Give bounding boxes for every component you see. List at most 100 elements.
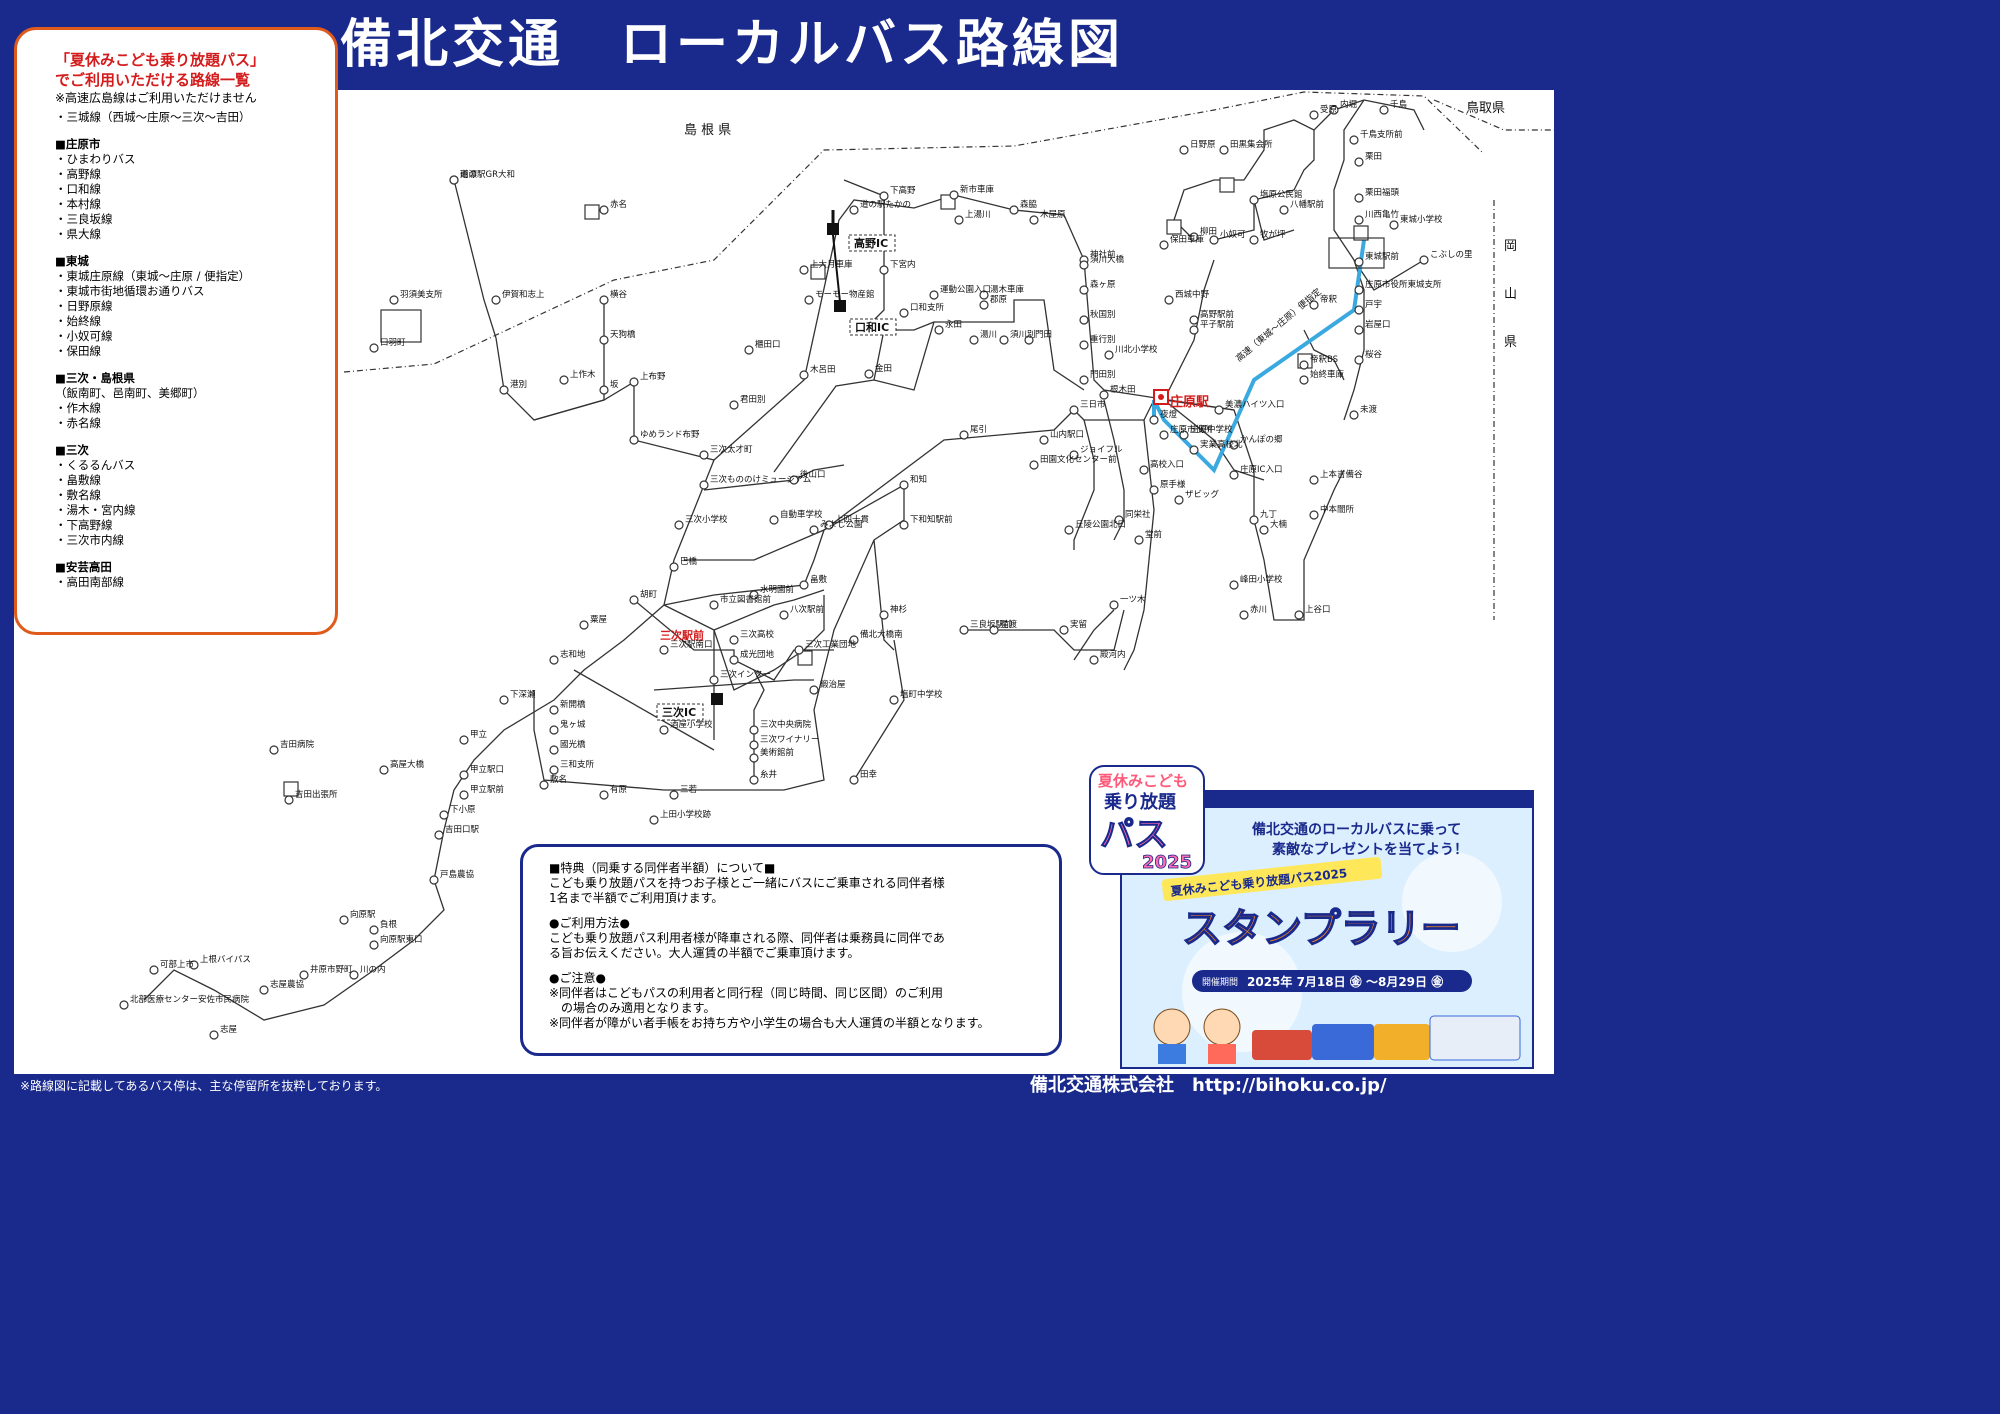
info-heading: ●ご利用方法●: [549, 916, 630, 930]
bus-stop-node: [749, 753, 759, 763]
bus-stop-node: [499, 695, 509, 705]
promo-tagline2: 素敵なプレゼントを当てよう！: [1272, 841, 1468, 858]
bus-stop-node: [549, 705, 559, 715]
bus-stop-node: [339, 915, 349, 925]
bus-stop-label: 庄原市役所: [1170, 424, 1213, 435]
route-item: ・くるるんバス: [55, 458, 136, 472]
period-label: 開催期間: [1202, 976, 1238, 988]
bus-stop-label: 下宮内: [890, 259, 916, 270]
bus-stop-label: 永田: [945, 319, 962, 330]
bus-stop-label: 塩町中学校: [900, 689, 943, 700]
bus-stop-label: 重行別: [1090, 334, 1116, 345]
bus-stop-node: [1349, 135, 1359, 145]
bus-stop-label: 西城中野: [1175, 289, 1210, 300]
bus-stop-node: [1164, 295, 1174, 305]
bus-stop-label: 伊賀和志上: [502, 289, 545, 300]
bus-stop-label: 田幸: [860, 770, 878, 780]
bus-stop-label: 鬼ヶ城: [560, 719, 586, 730]
svg-text:県: 県: [1504, 335, 1517, 350]
bus-stop-node: [999, 335, 1009, 345]
shimane-label: 島 根 県: [684, 123, 731, 138]
bus-stop-label: 下深瀬: [510, 689, 536, 700]
route-lines: [143, 99, 1425, 1021]
bus-stop-label: 美濃ハイツ入口: [1225, 399, 1284, 410]
bus-stop-label: 向原駅: [350, 909, 376, 920]
bus-stop-node: [749, 740, 759, 750]
shobara-station-dot: [1158, 394, 1164, 400]
bus-stop-node: [599, 335, 609, 345]
logo-line1: 夏休みこども: [1097, 772, 1188, 790]
bus-stop-label: 受原: [1320, 104, 1337, 115]
bus-stop-node: [1279, 205, 1289, 215]
bus-stop-node: [269, 745, 279, 755]
bus-stop-node: [1299, 360, 1309, 370]
bus-stop-node: [969, 335, 979, 345]
bus-stop-label: 三次ワイナリー: [760, 734, 819, 745]
route-item: ・保田線: [55, 344, 101, 358]
bus-stop-label: かんぽの郷: [1240, 435, 1283, 445]
bus-stop-node: [1134, 535, 1144, 545]
bus-stop-label: 下和知駅前: [910, 514, 953, 525]
bus-stop-node: [369, 925, 379, 935]
bus-stop-label: 和知: [910, 474, 927, 485]
bus-stop-label: 千鳥支所前: [1360, 129, 1403, 140]
bus-stop-label: 内堀: [1340, 99, 1357, 110]
route-group-subheading: （飯南町、邑南町、美郷町）: [55, 386, 205, 400]
bus-stop-node: [749, 725, 759, 735]
info-text: こども乗り放題パスを持つお子様とご一緒にバスにご乗車される同伴者様: [549, 876, 945, 890]
bus-stop-label: 糸井: [760, 769, 777, 780]
bus-stop-node: [879, 610, 889, 620]
bus-stop-label: 國光橋: [560, 739, 586, 750]
info-text: る旨お伝えください。大人運賃の半額でご乗車頂けます。: [549, 946, 860, 960]
bus-stop-label: 戸島農協: [440, 869, 475, 880]
bus-stop-node: [1229, 440, 1239, 450]
route-item: ・小奴可線: [55, 329, 113, 343]
bus-stop-label: 中本闇所: [1320, 504, 1355, 515]
bus-stop-node: [559, 375, 569, 385]
bus-stop-node: [1354, 193, 1364, 203]
bus-stop-label: 森脇: [1020, 199, 1037, 210]
bus-stop-label: 須川別: [1010, 330, 1036, 340]
bus-stop-label: 赤名: [610, 199, 627, 210]
bus-stop-node: [674, 520, 684, 530]
bus-stop-label: 横谷: [610, 289, 628, 300]
bus-stop-label: 湯木車庫: [990, 284, 1025, 295]
footer-note: ※路線図に記載してあるバス停は、主な停留所を抜粋しております。: [20, 1079, 388, 1093]
bus-stop-node: [1354, 355, 1364, 365]
route-item: ・敷名線: [55, 488, 101, 502]
bus-stop-node: [1139, 465, 1149, 475]
bus-stop-node: [439, 810, 449, 820]
svg-text:山: 山: [1504, 287, 1517, 302]
bus-stop-label: 千鳥: [1390, 99, 1408, 110]
bus-stop-node: [779, 610, 789, 620]
bus-stop-label: 巴橋: [680, 556, 698, 567]
bus-stop-node: [1259, 525, 1269, 535]
bus-stop-label: 三若: [680, 784, 698, 795]
depot-marker: [797, 650, 813, 666]
route-item: ・高田南部線: [55, 575, 124, 589]
bus-stop-label: 吉田口駅: [445, 825, 480, 835]
ic-connector: [832, 234, 841, 303]
bus-stop-label: 郡原: [990, 294, 1007, 305]
route-group-heading: ■東城: [55, 254, 89, 268]
depot-marker: [1219, 177, 1235, 193]
bus-stop-label: 口和支所: [910, 302, 945, 313]
bus-stop-node: [1089, 655, 1099, 665]
bus-stop-node: [1029, 215, 1039, 225]
hasumi-branch-marker: [380, 309, 422, 343]
bus-stop-node: [1159, 240, 1169, 250]
bus-stop-node: [1214, 405, 1224, 415]
bus-stop-label: 田黒集会所: [1230, 139, 1273, 150]
bus-stop-node: [769, 515, 779, 525]
bus-stop-label: ザビッグ: [1185, 489, 1220, 500]
bus-stop-node: [949, 190, 959, 200]
info-heading: ●ご注意●: [549, 971, 606, 985]
bus-stop-label: 天狗橋: [610, 329, 636, 340]
bus-stop-node: [539, 780, 549, 790]
bus-stop-node: [879, 265, 889, 275]
bus-stop-node: [1309, 475, 1319, 485]
bus-stop-label: 星渡: [1000, 619, 1018, 630]
route-group-akitakata: ■安芸高田 ・高田南部線: [55, 560, 319, 590]
bus-stop-node: [849, 775, 859, 785]
route-panel-note: ※高速広島線はご利用いただけません: [55, 91, 257, 105]
